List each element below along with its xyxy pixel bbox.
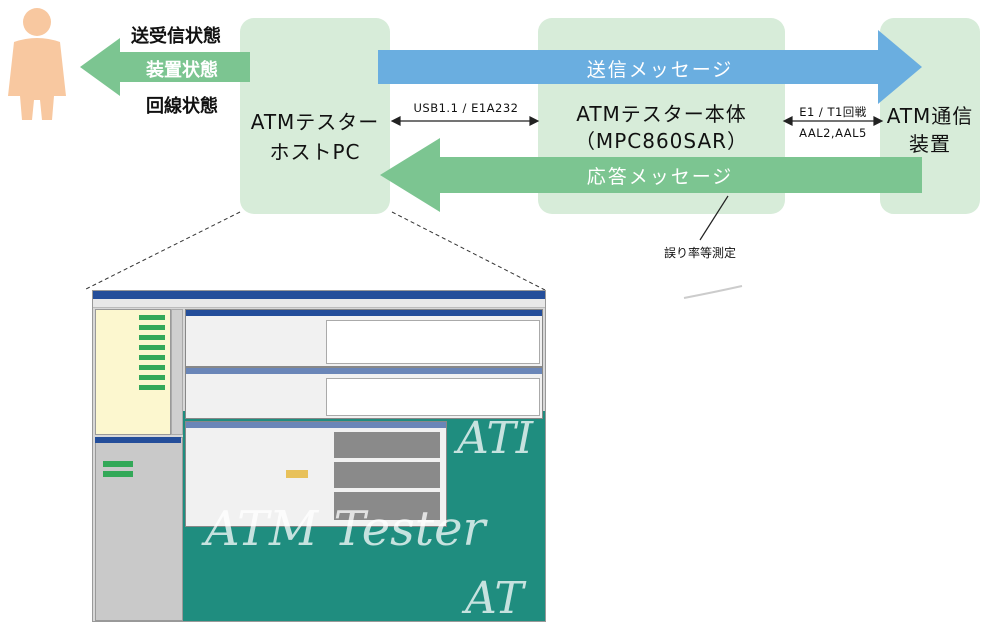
window-3 xyxy=(185,421,447,527)
window-2 xyxy=(185,367,543,419)
send-message-label: 送信メッセージ xyxy=(586,59,734,81)
aal-link-label: AAL2,AAL5 xyxy=(799,126,867,140)
tester-title: ATMテスター本体 xyxy=(576,102,747,126)
host-title: ATMテスター xyxy=(250,110,380,134)
status-line: 回線状態 xyxy=(146,96,218,117)
status-send-receive: 送受信状態 xyxy=(131,26,221,47)
app-screenshot: ATM Tester ATI AT xyxy=(92,290,546,622)
host-pc-box xyxy=(240,18,390,214)
host-subtitle: ホストPC xyxy=(269,140,361,164)
app-title-bar xyxy=(93,291,545,299)
window-1 xyxy=(185,309,543,367)
status-indicators xyxy=(139,315,165,395)
device-title: ATM通信 xyxy=(886,104,974,128)
tester-subtitle: （MPC860SAR） xyxy=(574,129,749,153)
device-subtitle: 装置 xyxy=(909,132,951,156)
device-panel xyxy=(95,437,183,621)
e1-link-label: E1 / T1回戦 xyxy=(799,105,867,119)
response-message-label: 応答メッセージ xyxy=(586,166,734,188)
measurement-note: 誤り率等測定 xyxy=(663,246,736,260)
status-device: 装置状態 xyxy=(146,60,218,81)
watermark-2: ATI xyxy=(457,413,534,464)
tab-strip xyxy=(171,309,183,435)
usb-link-label: USB1.1 / E1A232 xyxy=(413,101,519,115)
app-menu-bar xyxy=(93,299,545,308)
watermark-1: ATM Tester xyxy=(205,501,486,557)
watermark-3: AT xyxy=(465,573,524,622)
